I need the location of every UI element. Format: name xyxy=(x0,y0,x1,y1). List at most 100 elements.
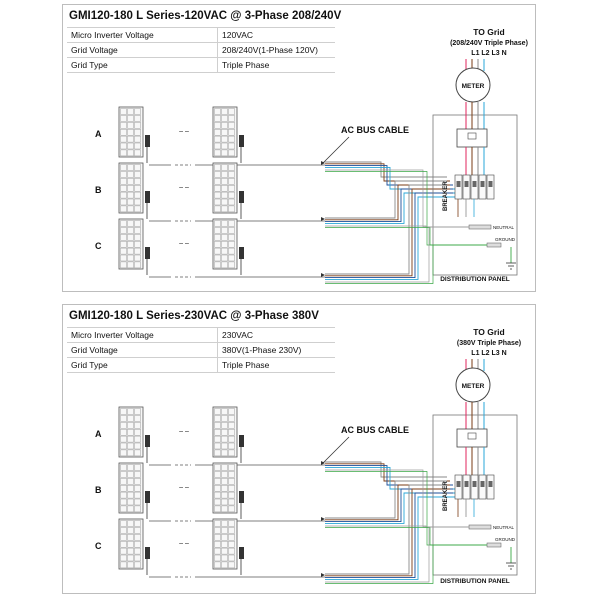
pv-cell xyxy=(214,561,221,569)
pv-cell xyxy=(214,240,221,248)
pv-cell xyxy=(214,128,221,136)
ac-bus-wire xyxy=(325,163,450,182)
pv-cell xyxy=(120,561,127,569)
pv-cell xyxy=(221,227,228,234)
pv-cell xyxy=(214,484,221,492)
pv-cell xyxy=(134,415,141,422)
pv-cell xyxy=(127,171,134,178)
pv-cell xyxy=(214,184,221,192)
pv-cell xyxy=(120,484,127,492)
pv-cell xyxy=(228,540,235,548)
ac-bus-cable-pointer xyxy=(322,136,350,164)
spec-row: Grid Type Triple Phase xyxy=(67,57,335,73)
pv-cell xyxy=(127,142,134,150)
branch-breaker-toggle xyxy=(488,481,493,487)
pv-cell xyxy=(228,149,235,157)
pv-cell xyxy=(120,247,127,255)
micro-inverter xyxy=(239,547,244,559)
spec-row: Grid Type Triple Phase xyxy=(67,357,335,373)
pv-cell xyxy=(134,547,141,555)
ac-bus-wire xyxy=(325,184,447,275)
pv-module xyxy=(212,162,244,219)
pv-cell xyxy=(120,408,127,415)
pv-cell xyxy=(214,540,221,548)
spec-value: Triple Phase xyxy=(217,357,335,373)
pv-cell xyxy=(120,122,127,129)
pv-cell xyxy=(127,422,134,429)
pv-cell xyxy=(214,422,221,429)
pv-cell xyxy=(127,464,134,471)
pv-cell xyxy=(214,164,221,171)
grid-description: (380V Triple Phase) xyxy=(457,340,521,347)
pv-cell xyxy=(214,505,221,513)
row-label: B xyxy=(95,185,102,195)
pv-cell xyxy=(214,171,221,178)
pv-cell xyxy=(120,128,127,136)
pv-cell xyxy=(228,464,235,471)
pv-cell xyxy=(221,135,228,143)
pv-cell xyxy=(134,505,141,513)
pv-cell xyxy=(228,471,235,478)
micro-inverter xyxy=(145,491,150,503)
spec-value: Triple Phase xyxy=(217,57,335,73)
pv-module xyxy=(212,106,244,163)
ac-bus-wire xyxy=(325,463,450,482)
to-grid-label: TO Grid xyxy=(473,27,505,37)
pv-module xyxy=(212,406,244,463)
pv-cell xyxy=(127,540,134,548)
pv-cell xyxy=(120,164,127,171)
pv-cell xyxy=(120,449,127,457)
pv-module xyxy=(212,518,244,575)
pv-cell xyxy=(214,115,221,122)
pv-cell xyxy=(127,547,134,555)
pv-cell xyxy=(134,471,141,478)
pv-cell xyxy=(214,498,221,506)
pv-cell xyxy=(228,128,235,136)
pv-cell xyxy=(228,261,235,269)
ac-bus-wire xyxy=(325,466,456,490)
pv-cell xyxy=(120,240,127,248)
pv-cell xyxy=(134,520,141,527)
pv-cell xyxy=(228,534,235,541)
ac-bus-wire xyxy=(325,492,453,579)
pv-cell xyxy=(127,491,134,499)
pv-cell xyxy=(127,128,134,136)
pv-module xyxy=(118,518,150,575)
pv-cell xyxy=(221,442,228,450)
ac-bus-wire xyxy=(325,492,456,524)
pv-cell xyxy=(127,220,134,227)
pv-cell xyxy=(214,435,221,443)
ground-bar xyxy=(486,542,502,548)
neutral-bar xyxy=(468,524,492,530)
branch-breaker-toggle xyxy=(472,481,477,487)
spec-table: Micro Inverter Voltage 120VAC Grid Volta… xyxy=(67,27,335,73)
pv-cell xyxy=(127,149,134,157)
pv-module xyxy=(118,162,150,219)
pv-module xyxy=(118,218,150,275)
pv-cell xyxy=(134,422,141,429)
wiring-panel-120vac: GMI120-180 L Series-120VAC @ 3-Phase 208… xyxy=(62,4,536,292)
pv-cell xyxy=(134,484,141,492)
pv-cell xyxy=(134,478,141,485)
row-label: C xyxy=(95,241,102,251)
panel-title: GMI120-180 L Series-120VAC @ 3-Phase 208… xyxy=(69,10,342,22)
meter-circle xyxy=(455,367,491,403)
pv-cell xyxy=(127,122,134,129)
pv-cell xyxy=(214,547,221,555)
pv-cell xyxy=(228,520,235,527)
pv-cell xyxy=(134,247,141,255)
pv-cell xyxy=(221,554,228,562)
pv-cell xyxy=(221,520,228,527)
pv-cell xyxy=(214,234,221,241)
pv-cell xyxy=(221,547,228,555)
pv-cell xyxy=(134,205,141,213)
pv-cell xyxy=(127,534,134,541)
ac-bus-cable-pointer xyxy=(322,436,350,464)
pv-cell xyxy=(228,240,235,248)
pv-cell xyxy=(127,234,134,241)
pv-cell xyxy=(228,171,235,178)
meter-circle xyxy=(455,67,491,103)
pv-cell xyxy=(120,234,127,241)
